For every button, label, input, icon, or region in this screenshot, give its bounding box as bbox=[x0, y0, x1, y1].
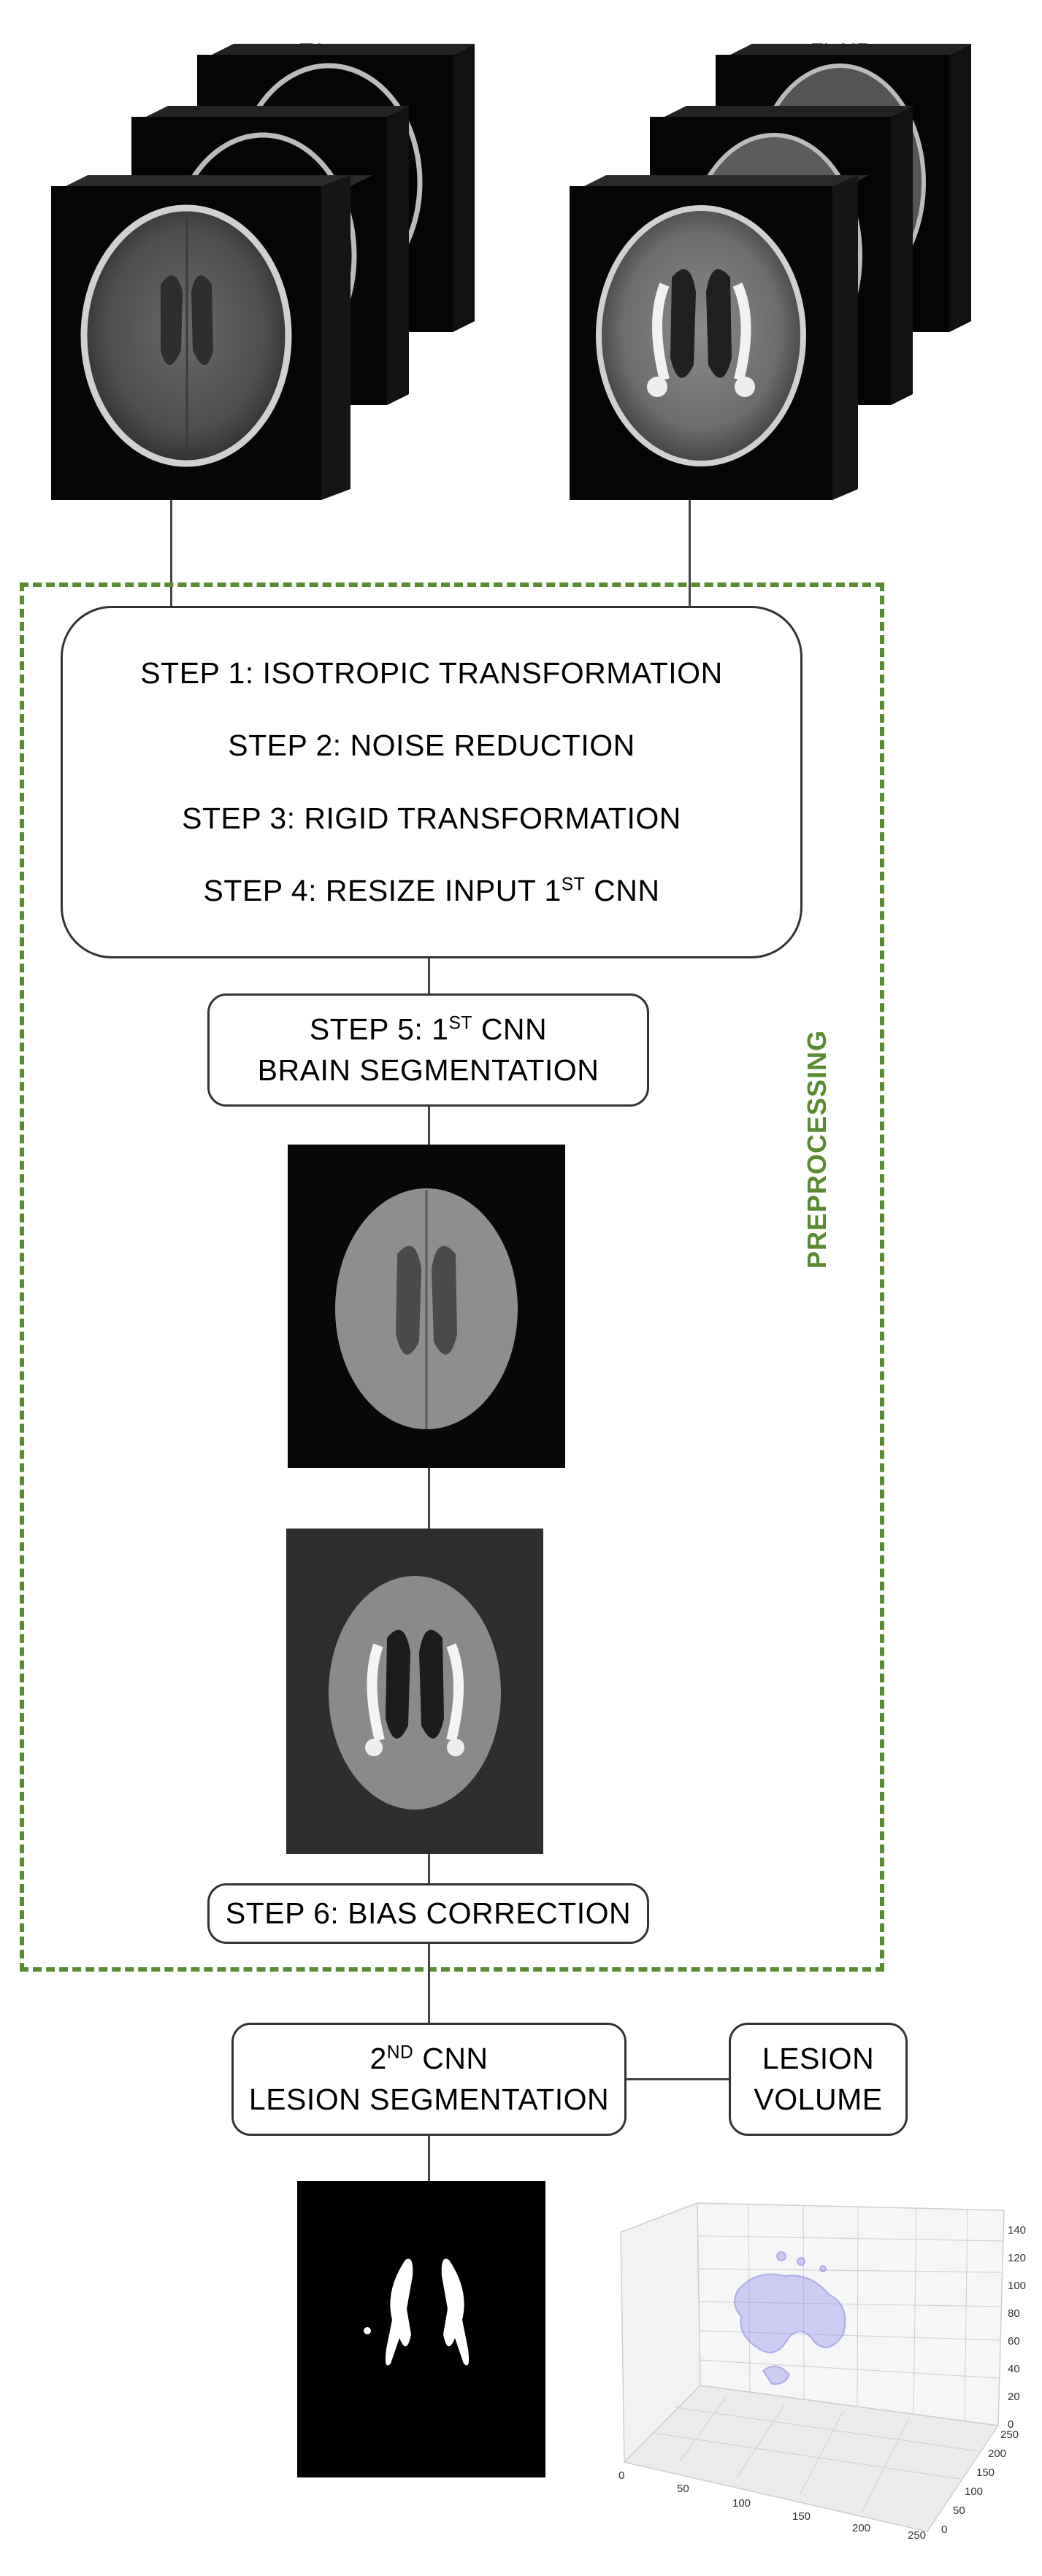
z-tick: 20 bbox=[1008, 2391, 1020, 2403]
brain-segmentation-image bbox=[288, 1145, 565, 1468]
y-tick: 150 bbox=[976, 2467, 995, 2479]
step6-box: STEP 6: BIAS CORRECTION bbox=[207, 1883, 649, 1944]
y-tick: 50 bbox=[953, 2504, 965, 2517]
t1-image-stack bbox=[51, 44, 475, 500]
x-tick: 100 bbox=[732, 2497, 751, 2510]
cnn2-line1: 2ND CNN bbox=[369, 2042, 489, 2076]
step5-box: STEP 5: 1ST CNN BRAIN SEGMENTATION bbox=[207, 993, 649, 1107]
lesion-volume-line2: VOLUME bbox=[754, 2082, 883, 2116]
z-tick: 120 bbox=[1008, 2252, 1026, 2264]
preprocessing-frame bbox=[20, 583, 884, 1972]
lesion-volume-3d-plot: 140 120 100 80 60 40 20 0 0 50 100 150 2… bbox=[618, 2202, 1026, 2540]
z-tick: 40 bbox=[1008, 2363, 1020, 2375]
x-tick: 150 bbox=[792, 2510, 811, 2523]
steps-1-4-box: STEP 1: ISOTROPIC TRANSFORMATION STEP 2:… bbox=[61, 606, 802, 958]
step5-line2: BRAIN SEGMENTATION bbox=[257, 1053, 599, 1087]
y-tick: 200 bbox=[988, 2448, 1006, 2460]
bias-corrected-image bbox=[286, 1529, 543, 1854]
z-tick: 140 bbox=[1008, 2224, 1026, 2237]
step1-text: STEP 1: ISOTROPIC TRANSFORMATION bbox=[140, 656, 723, 691]
step5-line1: STEP 5: 1ST CNN bbox=[309, 1012, 548, 1047]
x-tick: 200 bbox=[852, 2522, 870, 2534]
y-tick: 100 bbox=[965, 2485, 983, 2498]
step2-text: STEP 2: NOISE REDUCTION bbox=[228, 728, 635, 763]
y-tick: 0 bbox=[941, 2523, 947, 2536]
z-tick: 100 bbox=[1008, 2280, 1026, 2292]
step6-text: STEP 6: BIAS CORRECTION bbox=[225, 1896, 632, 1930]
y-tick: 250 bbox=[1000, 2429, 1019, 2441]
step4-text: STEP 4: RESIZE INPUT 1ST CNN bbox=[203, 873, 660, 907]
step3-text: STEP 3: RIGID TRANSFORMATION bbox=[182, 801, 681, 835]
preprocessing-label: PREPROCESSING bbox=[802, 1029, 832, 1269]
x-tick: 0 bbox=[618, 2469, 624, 2482]
z-tick: 60 bbox=[1008, 2335, 1020, 2348]
lesion-volume-box: LESION VOLUME bbox=[729, 2023, 908, 2136]
x-tick: 50 bbox=[677, 2483, 689, 2495]
lesion-mask-image bbox=[297, 2181, 545, 2477]
z-tick: 80 bbox=[1008, 2307, 1020, 2320]
flair-image-stack bbox=[570, 44, 971, 500]
cnn2-line2: LESION SEGMENTATION bbox=[248, 2082, 610, 2116]
lesion-volume-line1: LESION bbox=[762, 2042, 875, 2076]
x-tick: 250 bbox=[908, 2529, 926, 2540]
z-tick: 0 bbox=[1008, 2418, 1014, 2431]
cnn2-box: 2ND CNN LESION SEGMENTATION bbox=[231, 2023, 627, 2136]
